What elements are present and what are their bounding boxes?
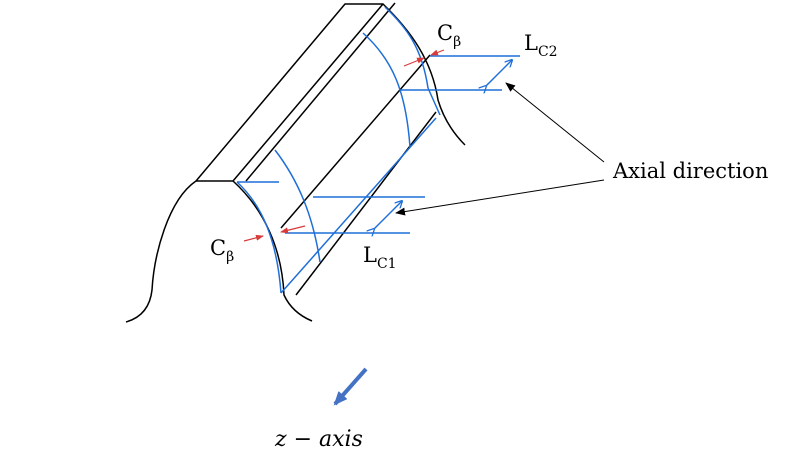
c-beta-top-arrow-in: [403, 57, 425, 67]
dimension-lc1: [285, 196, 425, 233]
c-beta-left-arrow-in: [243, 234, 264, 242]
label-l-c1: LC1: [363, 243, 397, 272]
mod-line-low: [280, 117, 437, 294]
tooth-top-face: [195, 3, 384, 182]
lc1-dim-arrow: [374, 201, 402, 229]
label-z-axis: z − axis: [274, 427, 363, 452]
tooth-edge-2: [280, 54, 431, 229]
tooth-edge-3: [295, 111, 437, 296]
mod-line-rear-edge: [427, 87, 441, 116]
lc2-dim-arrow: [486, 60, 512, 86]
mod-curve-arc-left: [274, 149, 321, 263]
label-axial-direction: Axial direction: [612, 159, 768, 183]
tooth-outline: [125, 2, 466, 323]
dimension-lc2: [401, 55, 520, 90]
c-beta-top-arrow-out: [430, 49, 445, 56]
mod-curve-front: [236, 181, 282, 294]
c-beta-left-arrow-out: [280, 225, 306, 234]
mod-curve-arc-right: [362, 32, 411, 148]
axial-direction-leaders: [395, 82, 605, 216]
axial-leader-upper: [505, 82, 605, 163]
label-c-beta-top: Cβ: [437, 21, 461, 50]
mod-curve-rear: [384, 6, 429, 89]
tooth-flank-left: [125, 180, 197, 323]
z-axis-arrow: [333, 367, 368, 406]
axial-leader-lower: [395, 179, 605, 216]
label-c-beta-left: Cβ: [210, 236, 234, 265]
label-l-c2: LC2: [524, 31, 558, 60]
tooth-edge-1: [245, 2, 396, 182]
tooth-flank-front: [232, 180, 313, 322]
modification-curves: [236, 6, 441, 294]
c-beta-markers: [243, 49, 445, 242]
